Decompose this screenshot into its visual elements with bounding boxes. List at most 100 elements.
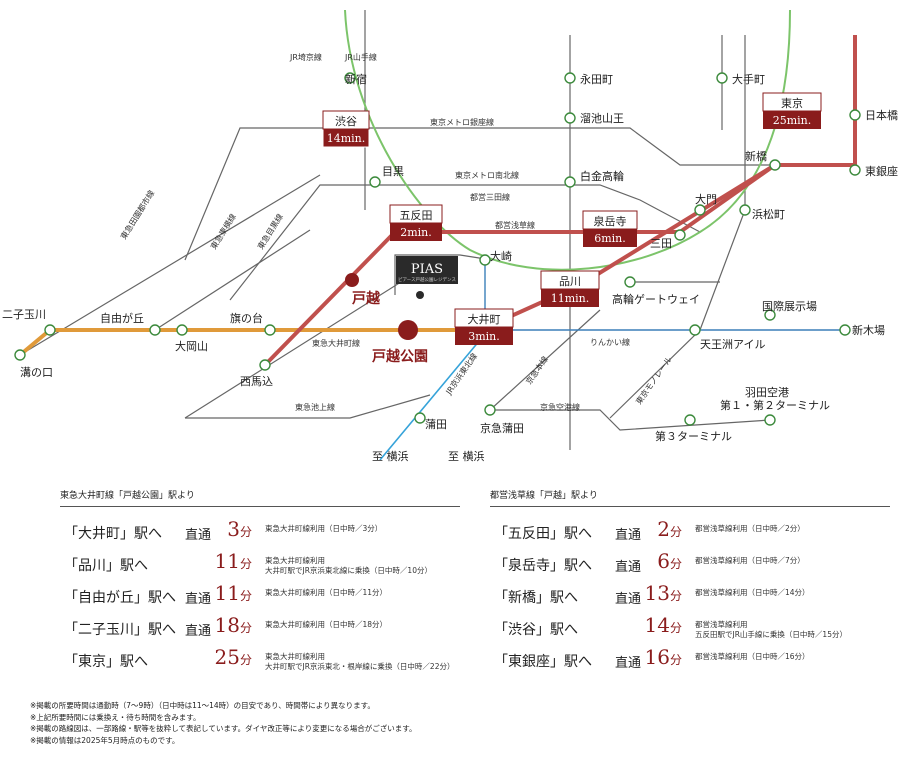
mizonokuchi-marker[interactable] [14, 349, 26, 361]
direct-label: 直通 [185, 528, 212, 543]
route-note: 東急大井町線利用（日中時／11分） [265, 588, 388, 597]
box-oimachi-name: 大井町 [468, 312, 501, 326]
minutes: 11分 [214, 549, 252, 573]
yamanote-line [344, 9, 791, 271]
tameike-label: 溜池山王 [580, 111, 624, 125]
dest-label: 「自由が丘」駅へ [64, 590, 176, 606]
daimon-label: 大門 [695, 192, 717, 206]
denentoshi-line [19, 174, 321, 356]
hamamatsucho-marker[interactable] [739, 204, 751, 216]
togoshi-label: 戸越 [352, 290, 381, 307]
direct-label: 直通 [185, 624, 212, 639]
yamanote-label: JR山手線 [344, 52, 377, 62]
box-gotanda-name: 五反田 [400, 209, 433, 222]
box-gotanda[interactable]: 五反田 2min. [389, 204, 443, 241]
pias-logo-text: PIAS [411, 262, 443, 277]
box-shibuya[interactable]: 渋谷 14min. [322, 110, 370, 148]
metro-ginza-label: 東京メトロ銀座線 [430, 117, 494, 127]
jiyugaoka-marker[interactable] [149, 324, 161, 336]
box-tokyo-time: 25min. [773, 114, 812, 127]
haneda3-marker[interactable] [684, 414, 696, 426]
direct-label: 直通 [615, 656, 642, 671]
shinkiba-label: 新木場 [852, 323, 885, 337]
higashiginza-marker[interactable] [849, 164, 861, 176]
saikyo-label: JR埼京線 [289, 52, 322, 62]
minutes: 13分 [644, 581, 682, 605]
shirokane-marker[interactable] [564, 176, 576, 188]
ikegami-diag-line [184, 269, 421, 419]
takanawa-label: 高輪ゲートウェイ [612, 292, 700, 306]
route-map: JR埼京線 JR山手線 新宿 永田町 大手町 溜池山王 日本橋 新橋 東銀座 目… [2, 9, 898, 463]
minutes: 3分 [227, 517, 252, 541]
dest-label: 「渋谷」駅へ [494, 622, 578, 638]
meguro-marker[interactable] [369, 176, 381, 188]
direct-label: 直通 [185, 592, 212, 607]
direct-label: 直通 [615, 560, 642, 575]
keihin-line-label: JR京浜東北線 [443, 351, 479, 397]
box-sengakuji[interactable]: 泉岳寺 6min. [582, 210, 638, 247]
shinjuku-marker[interactable] [344, 72, 356, 84]
oimachi-time-panel: 東急大井町線「戸越公園」駅より 「大井町」駅へ 直通 3分 東急大井町線利用（日… [60, 488, 460, 677]
ookayama-marker[interactable] [176, 324, 188, 336]
dest-label: 「品川」駅へ [64, 558, 148, 574]
box-tokyo[interactable]: 東京 25min. [762, 92, 822, 129]
metro-namboku-label: 東京メトロ南北線 [455, 170, 519, 180]
time-row: 「東銀座」駅へ 直通 16分 都営浅草線利用（日中時／16分） [490, 645, 890, 677]
hatanodai-label: 旗の台 [230, 311, 263, 325]
keikyu-kamata-marker[interactable] [484, 404, 496, 416]
box-oimachi[interactable]: 大井町 3min. [454, 308, 514, 345]
monorail-label: 東京モノレール [633, 355, 673, 407]
hatanodai-marker[interactable] [264, 324, 276, 336]
futako-label: 二子玉川 [2, 308, 46, 321]
nishimagome-marker[interactable] [259, 359, 271, 371]
keikyu-line [489, 309, 601, 411]
denentoshi-label: 東急田園都市線 [118, 188, 156, 241]
tennozu-marker[interactable] [689, 324, 701, 336]
takanawa-marker[interactable] [624, 276, 636, 288]
shinbashi-label: 新橋 [745, 149, 767, 163]
route-note: 都営浅草線利用（日中時／16分） [695, 652, 810, 661]
ookayama-label: 大岡山 [175, 339, 208, 353]
nagatacho-label: 永田町 [580, 72, 613, 86]
box-shinagawa[interactable]: 品川 11min. [540, 270, 600, 307]
time-row: 「自由が丘」駅へ 直通 11分 東急大井町線利用（日中時／11分） [60, 581, 460, 613]
haneda12-marker[interactable] [764, 414, 776, 426]
tennozu-label: 天王洲アイル [700, 338, 765, 351]
right-panel-header: 都営浅草線「戸越」駅より [490, 488, 890, 507]
minutes: 18分 [214, 613, 252, 637]
dest-label: 「新橋」駅へ [494, 590, 578, 606]
haneda3-label: 第３ターミナル [655, 429, 732, 443]
direct-label: 直通 [615, 528, 642, 543]
kamata-marker[interactable] [414, 412, 426, 424]
nihonbashi-label: 日本橋 [865, 108, 898, 122]
minutes: 6分 [657, 549, 682, 573]
time-row: 「二子玉川」駅へ 直通 18分 東急大井町線利用（日中時／18分） [60, 613, 460, 645]
nihonbashi-marker[interactable] [849, 109, 861, 121]
futako-marker[interactable] [44, 324, 56, 336]
haneda12-label-2: 第１・第２ターミナル [720, 398, 830, 412]
footnote: ※掲載の所要時間は通勤時（7〜9時）（日中時は11〜14時）の目安であり、時間帯… [30, 701, 375, 710]
osaki-marker[interactable] [479, 254, 491, 266]
nagatacho-marker[interactable] [564, 72, 576, 84]
jr-tokyo-line [578, 163, 777, 287]
daimon-marker[interactable] [694, 204, 706, 216]
pias-logo: PIAS ピアース戸越公園レジデンス [396, 256, 458, 299]
kamata-label: 蒲田 [425, 417, 447, 431]
otemachi-marker[interactable] [716, 72, 728, 84]
mita-marker[interactable] [674, 229, 686, 241]
togoshi-marker[interactable] [345, 273, 359, 287]
kokusai-marker[interactable] [764, 309, 776, 321]
mita-line-label: 都営三田線 [470, 192, 510, 202]
minutes: 16分 [644, 645, 682, 669]
time-row: 「新橋」駅へ 直通 13分 都営浅草線利用（日中時／14分） [490, 581, 890, 613]
shinkiba-marker[interactable] [839, 324, 851, 336]
shinbashi-marker[interactable] [769, 159, 781, 171]
time-row: 「泉岳寺」駅へ 直通 6分 都営浅草線利用（日中時／7分） [490, 549, 890, 581]
rinkai-line-label: りんかい線 [590, 337, 630, 347]
tameike-marker[interactable] [564, 112, 576, 124]
station-markers [14, 72, 861, 426]
higashiginza-label: 東銀座 [865, 164, 898, 178]
togoshikoen-marker[interactable] [398, 320, 418, 340]
time-row: 「渋谷」駅へ 14分 都営浅草線利用 五反田駅でJR山手線に乗換（日中時／15分… [490, 613, 890, 645]
oimachi-line-label: 東急大井町線 [312, 338, 360, 348]
